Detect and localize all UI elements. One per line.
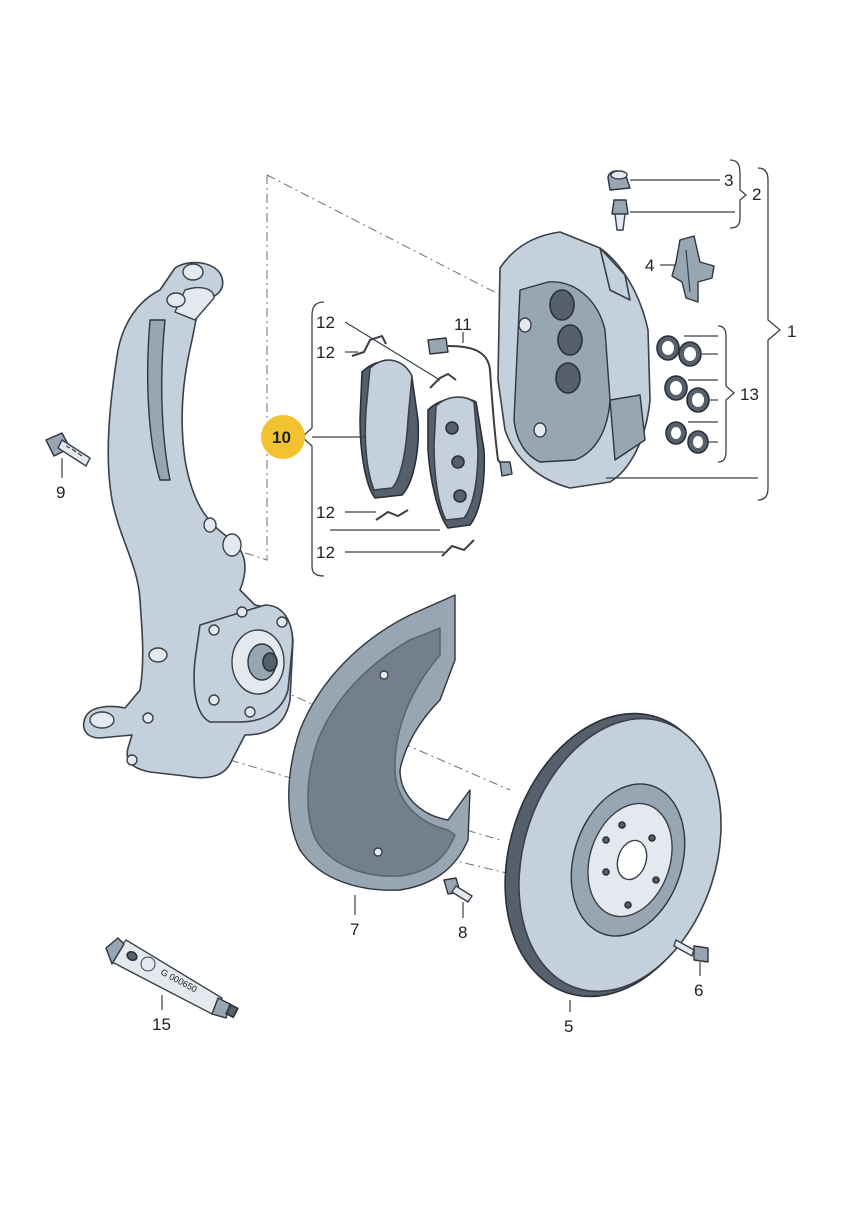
pad-wear-sensor: [427, 337, 513, 477]
callout-1: 1: [787, 322, 796, 341]
callout-10-highlight: [261, 415, 305, 459]
callout-6: 6: [694, 981, 703, 1000]
brake-pad-set: [359, 359, 486, 529]
callout-5: 5: [564, 1017, 573, 1036]
callout-12-bottom: 12: [316, 543, 335, 562]
disc-screw: [673, 938, 709, 963]
callout-7: 7: [350, 920, 359, 939]
grease-tube: G 000650: [105, 937, 239, 1019]
piston-seal-set: [656, 335, 710, 454]
steering-knuckle: [82, 261, 294, 779]
brake-splash-shield: [288, 594, 471, 891]
brake-disc: [504, 712, 722, 998]
callout-2: 2: [752, 185, 761, 204]
callout-4: 4: [645, 256, 654, 275]
callout-11: 11: [454, 315, 472, 334]
callout-15: 15: [152, 1015, 171, 1034]
bleeder-cap: [607, 170, 631, 191]
brake-caliper: [497, 231, 651, 489]
bleeder-screw: [611, 199, 629, 231]
callout-8: 8: [458, 923, 467, 942]
callout-13: 13: [740, 385, 759, 404]
shield-bolt: [443, 877, 473, 903]
callout-12-top: 12: [316, 313, 335, 332]
callout-9: 9: [56, 483, 65, 502]
knuckle-bolt: [45, 432, 91, 468]
callout-3: 3: [724, 171, 733, 190]
callout-10: 10: [272, 428, 291, 447]
callout-12-lower: 12: [316, 503, 335, 522]
caliper-spring-clip: [671, 235, 715, 303]
pad-clip-hardware: [351, 334, 475, 557]
callout-12-upper: 12: [316, 343, 335, 362]
